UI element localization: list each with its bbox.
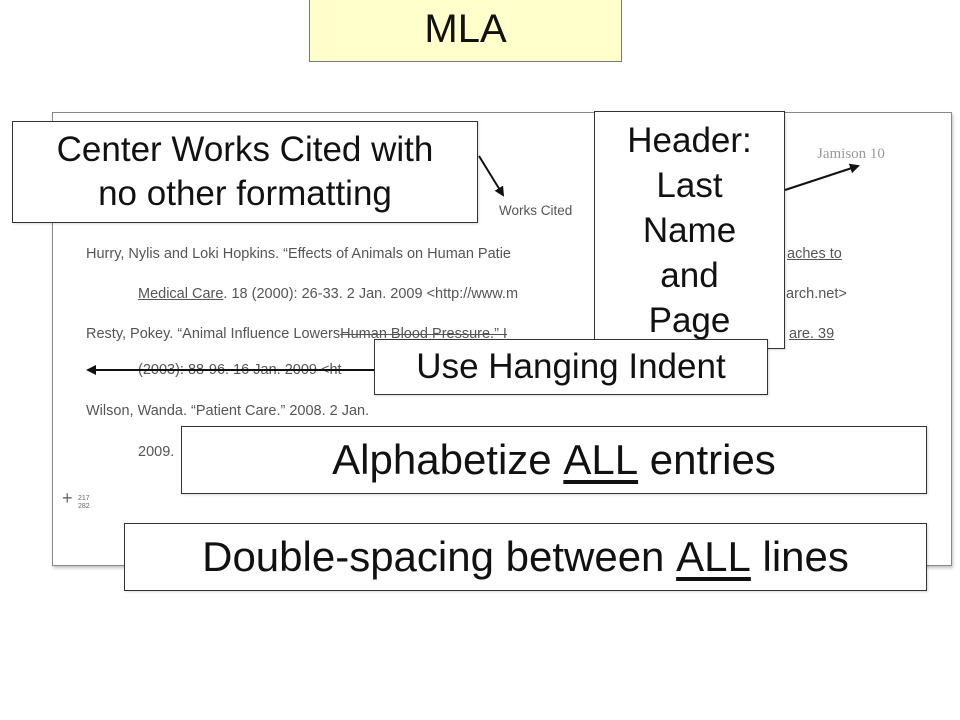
entry-2-line-1-tail: are. 39: [789, 326, 835, 342]
callout-double-spacing: Double-spacing between ALL lines: [124, 523, 927, 591]
entry-3-line-1: Wilson, Wanda. “Patient Care.” 2008. 2 J…: [86, 403, 370, 419]
entry-1-line-1: Hurry, Nylis and Loki Hopkins. “Effects …: [86, 246, 511, 262]
entry-1-line-1-tail: aches to: [787, 246, 842, 262]
entry-3-line-2: 2009.: [138, 444, 175, 460]
entry-2-line-2: (2003): 88-96. 16 Jan. 2009 <ht: [138, 362, 342, 378]
callout-header: Header: Last Name and Page: [594, 111, 785, 349]
callout-header-line-1: Header:: [627, 120, 752, 160]
callout-center-works-cited: Center Works Cited with no other formatt…: [12, 121, 478, 223]
callout-alphabetize: Alphabetize ALL entries: [181, 426, 927, 494]
callout-header-line-4: and: [660, 255, 719, 295]
callout-header-line-5: Page: [648, 300, 731, 340]
callout-header-line-2: Last: [656, 165, 723, 205]
entry-1-line-2: Medical Care. 18 (2000): 26-33. 2 Jan. 2…: [138, 286, 519, 302]
page-header: Jamison 10: [817, 146, 885, 162]
entry-2-line-1: Resty, Pokey. “Animal Influence LowersHu…: [86, 326, 507, 342]
entry-1-line-2-tail: arch.net>: [786, 286, 847, 302]
callout-center-line-1: Center Works Cited with: [56, 130, 434, 169]
callout-header-line-3: Name: [642, 210, 737, 250]
crosshair-cursor-icon: +: [62, 488, 73, 508]
works-cited-heading: Works Cited: [499, 203, 573, 218]
slide-title: MLA: [309, 0, 622, 62]
callout-center-line-2: no other formatting: [98, 174, 392, 213]
cursor-coordinates: 217 282: [78, 495, 90, 510]
callout-hanging-indent: Use Hanging Indent: [374, 339, 768, 395]
